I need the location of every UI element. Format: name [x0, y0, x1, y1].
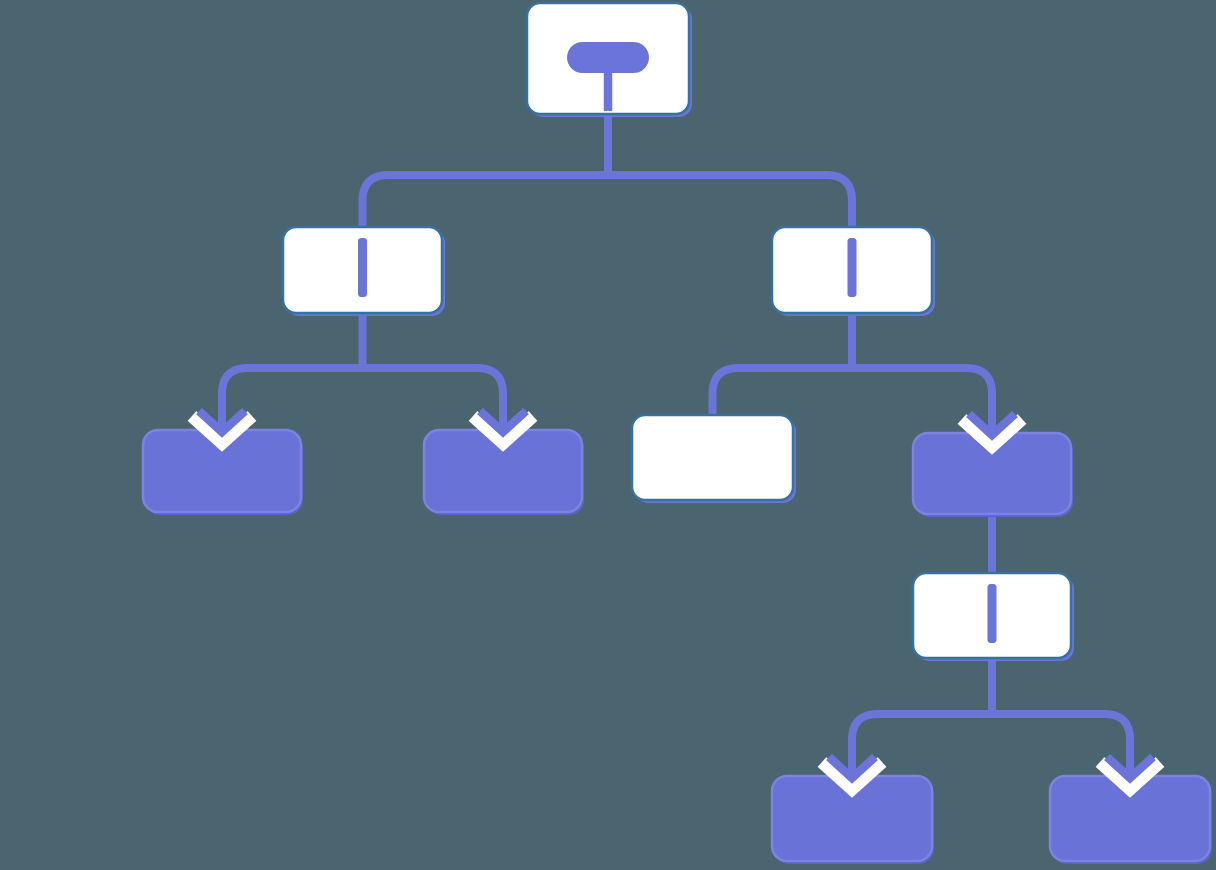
collapsed-node-bottom-2[interactable]	[1048, 774, 1212, 864]
divider-bar-icon	[358, 238, 367, 297]
nodes	[141, 1, 1212, 864]
chevron-white	[1095, 757, 1165, 798]
connector-rail	[848, 710, 1134, 784]
chevron-purple	[1104, 753, 1156, 784]
divider-bar-icon	[847, 238, 857, 297]
collapsed-node-bottom-1[interactable]	[770, 774, 934, 864]
collapse-chevron-icon[interactable]	[817, 753, 887, 798]
topic-pill-icon	[567, 42, 649, 73]
chevron-purple	[826, 753, 878, 784]
collapsed-node-left-2[interactable]	[422, 428, 584, 515]
chevron-purple	[477, 407, 529, 438]
chevron-purple	[196, 407, 248, 438]
connector-rail	[358, 171, 856, 235]
chevron-white	[468, 411, 538, 452]
connectors	[218, 108, 1134, 784]
chevron-white	[187, 411, 257, 452]
collapse-chevron-icon[interactable]	[468, 407, 538, 452]
root-topic-node[interactable]	[525, 1, 692, 117]
branch-node-left[interactable]	[281, 225, 445, 316]
collapsed-node-left-1[interactable]	[141, 428, 303, 515]
divider-bar-icon	[987, 584, 997, 643]
branch-node-right[interactable]	[770, 225, 935, 316]
connector-rail	[708, 364, 996, 441]
collapse-arrows	[187, 407, 1165, 798]
node-box[interactable]	[630, 413, 795, 502]
empty-node-right[interactable]	[630, 413, 796, 503]
collapse-chevron-icon[interactable]	[187, 407, 257, 452]
collapsed-node-right[interactable]	[911, 431, 1073, 517]
chevron-purple	[966, 410, 1018, 441]
collapse-chevron-icon[interactable]	[1095, 753, 1165, 798]
topic-pill-stem	[603, 69, 613, 111]
branch-node-bottom[interactable]	[911, 571, 1074, 661]
chevron-white	[957, 414, 1027, 455]
chevron-white	[817, 757, 887, 798]
connector-rail	[218, 364, 507, 438]
collapse-chevron-icon[interactable]	[957, 410, 1027, 455]
